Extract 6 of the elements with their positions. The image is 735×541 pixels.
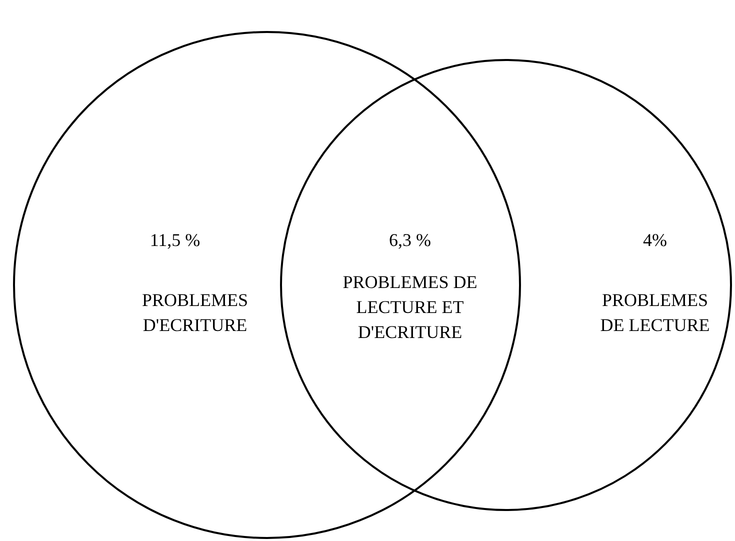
percentage-label: 11,5 % (148, 229, 202, 252)
category-label: PROBLEMES DE LECTURE (599, 289, 711, 337)
percentage-label: 4% (642, 229, 668, 252)
category-label: PROBLEMES D'ECRITURE (140, 289, 250, 337)
percentage-label: 6,3 % (388, 229, 432, 252)
category-label: PROBLEMES DE LECTURE ET D'ECRITURE (342, 271, 478, 344)
